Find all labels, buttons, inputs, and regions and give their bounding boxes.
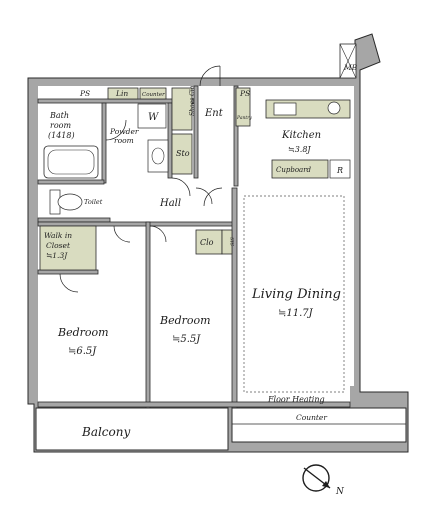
label-hall: Hall xyxy=(159,198,181,209)
label-storage: Sto xyxy=(176,149,190,158)
label-kitchen: Kitchen xyxy=(281,130,321,141)
label-wic-2: Closet xyxy=(46,241,71,250)
label-kitchen-area: ≒3.8J xyxy=(288,145,311,154)
label-counter-top: Counter xyxy=(142,92,165,98)
label-refrigerator: R xyxy=(336,166,343,175)
label-living-dining: Living Dining xyxy=(251,287,341,302)
label-toilet: Toilet xyxy=(84,198,103,206)
label-bath-1: Bath xyxy=(49,111,69,120)
label-pantry: Pantry xyxy=(236,115,252,121)
label-wic-1: Walk in xyxy=(44,231,72,240)
label-bedroom-2: Bedroom xyxy=(159,314,211,327)
label-washer: W xyxy=(148,112,159,123)
label-mb: MB xyxy=(343,63,358,72)
label-powder-1: Powder xyxy=(109,127,139,136)
floor-heating-zone xyxy=(243,195,345,393)
label-balcony: Balcony xyxy=(81,425,130,439)
label-shoe-closet: Shoes Clo xyxy=(189,85,196,116)
label-compass-north: N xyxy=(335,487,345,497)
label-entrance: Ent xyxy=(204,108,224,119)
label-powder-2: room xyxy=(114,136,134,145)
label-bath-2: room xyxy=(50,121,71,130)
label-bedroom-2-area: ≒5.5J xyxy=(172,334,201,345)
label-closet: Clo xyxy=(200,238,214,247)
label-living-area: ≒11.7J xyxy=(278,308,314,319)
doors xyxy=(59,65,223,293)
bath-fixtures xyxy=(43,103,169,215)
interior-walls xyxy=(37,85,351,409)
room-labels: PS Lin Counter Shoes Clo Ent PS Pantry M… xyxy=(44,63,358,497)
compass-icon xyxy=(302,464,331,492)
kitchen-fixtures xyxy=(273,101,351,179)
balcony xyxy=(35,407,407,451)
label-sis: SIS xyxy=(230,237,236,246)
label-linen: Lin xyxy=(115,89,128,98)
label-floor-heating: Floor Heating xyxy=(267,395,325,404)
label-counter-bottom: Counter xyxy=(296,413,327,422)
label-cupboard: Cupboard xyxy=(276,166,312,174)
label-ps-left: PS xyxy=(79,89,90,98)
label-bedroom-1: Bedroom xyxy=(57,326,109,339)
label-wic-3: ≒1.3J xyxy=(46,251,68,260)
label-bath-3: (1418) xyxy=(48,131,75,140)
mb-shaft xyxy=(339,43,357,79)
label-bedroom-1-area: ≒6.5J xyxy=(68,346,97,357)
label-ps-right: PS xyxy=(239,89,250,98)
